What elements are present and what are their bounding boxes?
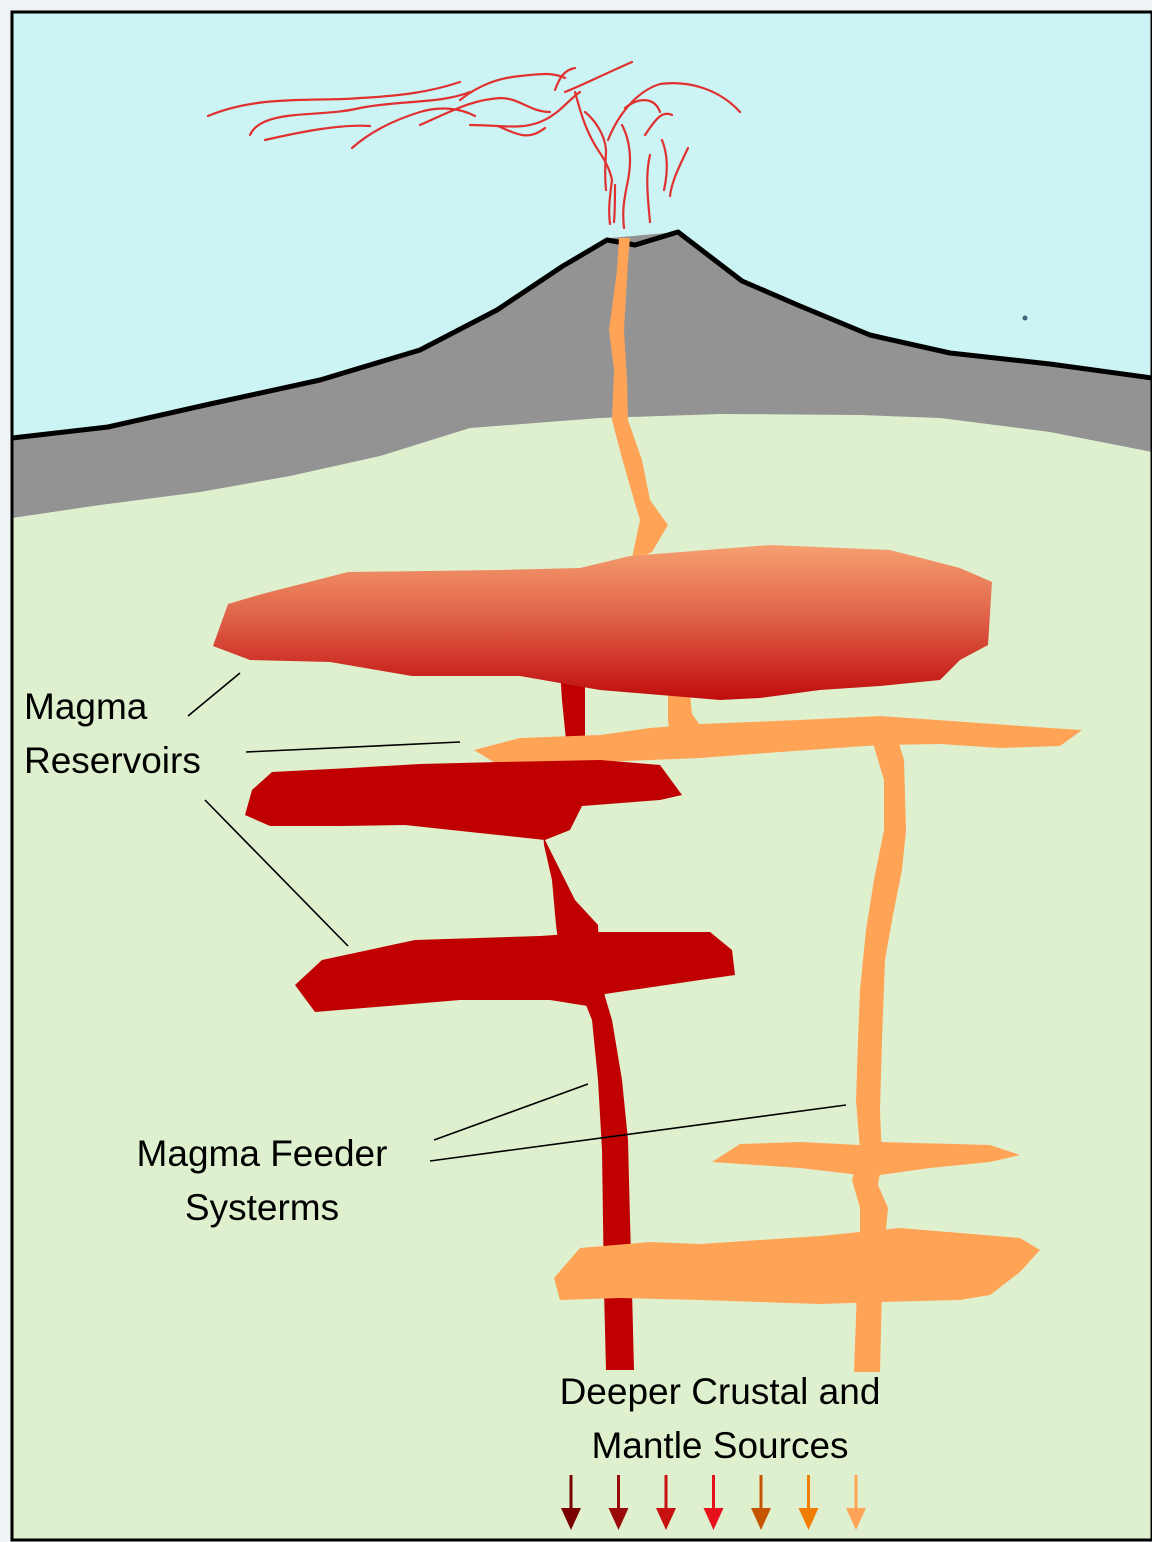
magma-reservoirs-label: Magma Reservoirs	[24, 680, 201, 788]
deeper-sources-line2: Mantle Sources	[520, 1419, 920, 1473]
marker-dot	[1023, 316, 1028, 321]
magma-reservoirs-line1: Magma	[24, 680, 201, 734]
deeper-sources-label: Deeper Crustal and Mantle Sources	[520, 1365, 920, 1473]
magma-feeder-line2: Systerms	[114, 1181, 410, 1235]
magma-reservoirs-line2: Reservoirs	[24, 734, 201, 788]
magma-feeder-label: Magma Feeder Systerms	[114, 1127, 410, 1235]
magma-feeder-line1: Magma Feeder	[114, 1127, 410, 1181]
deeper-sources-line1: Deeper Crustal and	[520, 1365, 920, 1419]
